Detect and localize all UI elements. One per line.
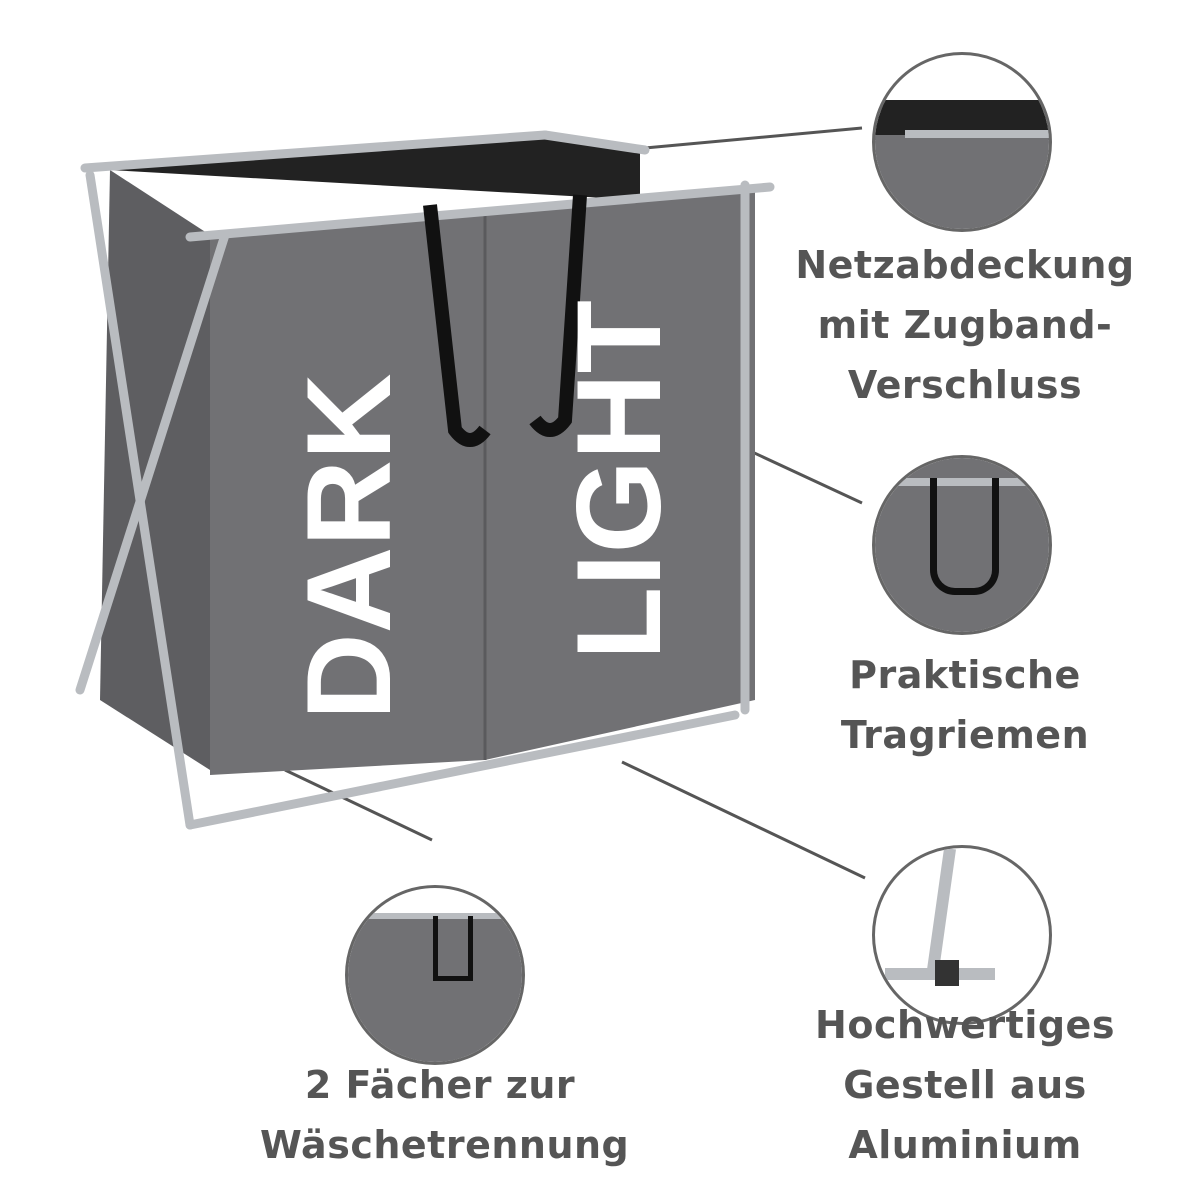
- feature-text-line: Praktische: [849, 653, 1081, 697]
- feature-text-line: mit Zugband-: [817, 303, 1113, 347]
- feature-text-line: Aluminium: [848, 1123, 1082, 1167]
- feature-text-line: Hochwertiges: [815, 1003, 1115, 1047]
- feature-carry-straps: Praktische Tragriemen: [790, 645, 1140, 765]
- aluminium-frame: [75, 130, 775, 830]
- leader-line-frame: [621, 760, 866, 880]
- bag-opening: [110, 135, 640, 200]
- leader-line-compartments: [284, 768, 433, 842]
- feature-text-line: Tragriemen: [840, 713, 1090, 757]
- bag-side-panel: [100, 170, 210, 770]
- detail-frame-corner: [872, 845, 1052, 1025]
- detail-mesh-cover: [872, 52, 1052, 232]
- detail-compartments: [345, 885, 525, 1065]
- feature-two-compartments: 2 Fächer zur Wäschetrennung: [260, 1055, 630, 1175]
- feature-text-line: Wäschetrennung: [260, 1123, 630, 1167]
- feature-text-line: 2 Fächer zur: [304, 1063, 576, 1107]
- label-light: LIGHT: [552, 300, 686, 660]
- bag-front: [210, 190, 755, 775]
- label-dark: DARK: [282, 373, 416, 720]
- detail-carry-strap: [872, 455, 1052, 635]
- feature-text-line: Netzabdeckung: [795, 243, 1135, 287]
- feature-aluminium-frame: Hochwertiges Gestell aus Aluminium: [790, 995, 1140, 1175]
- feature-mesh-cover: Netzabdeckung mit Zugband- Verschluss: [790, 235, 1140, 415]
- carry-strap: [423, 194, 587, 447]
- laundry-sorter: DARK LIGHT: [75, 130, 775, 830]
- feature-text-line: Verschluss: [847, 363, 1083, 407]
- feature-text-line: Gestell aus: [843, 1063, 1087, 1107]
- leader-line-mesh: [644, 126, 863, 150]
